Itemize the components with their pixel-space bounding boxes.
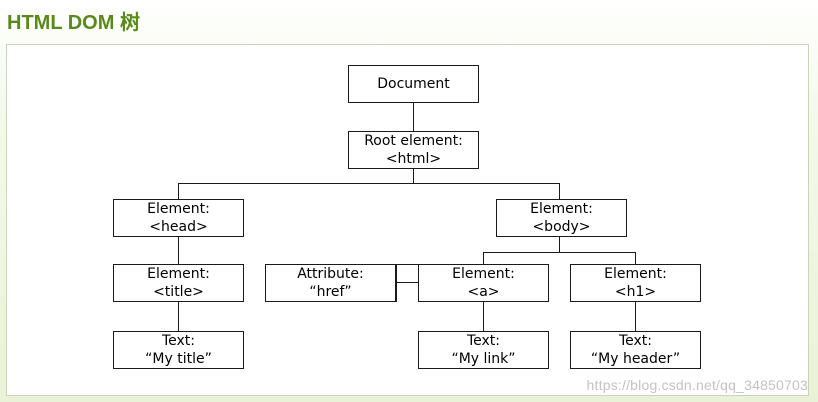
node-label: Text: (466, 333, 501, 349)
node-text-my-header: Text: “My header” (570, 331, 701, 369)
node-element-a: Element: <a> (418, 264, 549, 302)
node-value: “My link” (451, 351, 516, 367)
watermark: https://blog.csdn.net/qq_34850703 (586, 377, 808, 393)
node-tag: <head> (149, 219, 208, 235)
node-tag: <a> (467, 284, 500, 300)
node-element-title: Element: <title> (113, 264, 244, 302)
node-element-body: Element: <body> (496, 199, 627, 237)
node-label: Document (377, 76, 450, 92)
node-tag: <body> (532, 219, 591, 235)
node-label: Element: (452, 266, 515, 282)
node-tag: <h1> (614, 284, 657, 300)
node-value: “My title” (145, 351, 212, 367)
node-element-head: Element: <head> (113, 199, 244, 237)
node-document: Document (348, 65, 479, 103)
node-text-my-link: Text: “My link” (418, 331, 549, 369)
node-label: Element: (604, 266, 667, 282)
node-label: Element: (530, 201, 593, 217)
node-text-my-title: Text: “My title” (113, 331, 244, 369)
node-label: Root element: (364, 133, 463, 149)
node-value: “My header” (590, 351, 681, 367)
page-title: HTML DOM 树 (7, 12, 140, 34)
node-label: Element: (147, 266, 210, 282)
node-attribute-href: Attribute: “href” (265, 264, 396, 302)
node-element-h1: Element: <h1> (570, 264, 701, 302)
node-label: Text: (161, 333, 196, 349)
node-label: Text: (618, 333, 653, 349)
node-value: “href” (309, 284, 352, 300)
node-label: Attribute: (297, 266, 364, 282)
node-label: Element: (147, 201, 210, 217)
node-root-element: Root element: <html> (348, 131, 479, 169)
node-tag: <title> (153, 284, 204, 300)
node-tag: <html> (385, 151, 442, 167)
